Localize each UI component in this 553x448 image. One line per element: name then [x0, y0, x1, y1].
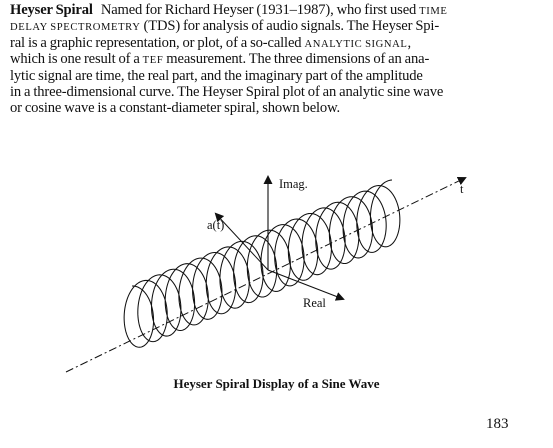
entry-line-7: or cosine wave is a constant-diameter sp… — [10, 100, 515, 116]
entry-line-2: DELAY SPECTROMETRY (TDS) for analysis of… — [10, 18, 515, 34]
entry-line-3: ral is a graphic representation, or plot… — [10, 35, 515, 51]
entry-text: or cosine wave is a constant-diameter sp… — [10, 100, 341, 117]
small-caps-term: TIME — [419, 6, 448, 17]
glossary-entry: Heyser Spiral Named for Richard Heyser (1… — [10, 2, 515, 117]
small-caps-term: ANALYTIC SIGNAL — [304, 38, 408, 50]
entry-text: (TDS) for analysis of audio signals. The… — [140, 18, 440, 35]
entry-text: , — [407, 34, 412, 51]
entry-text: in a three-dimensional curve. The Heyser… — [10, 83, 444, 100]
entry-line-6: in a three-dimensional curve. The Heyser… — [10, 84, 515, 100]
real-axis-line — [267, 269, 345, 301]
entry-line-4: which is one result of a TEF measurement… — [10, 51, 515, 67]
amplitude-label: a(t) — [207, 218, 225, 232]
entry-text: lytic signal are time, the real part, an… — [10, 67, 423, 84]
entry-text: measurement. The three dimensions of an … — [163, 51, 430, 68]
page-number: 183 — [486, 416, 509, 432]
entry-text: ral is a graphic representation, or plot… — [10, 34, 305, 51]
entry-text: Named for Richard Heyser (1931–1987), wh… — [100, 2, 420, 18]
entry-text: which is one result of a — [10, 51, 143, 68]
entry-term: Heyser Spiral — [10, 2, 93, 18]
small-caps-term: TEF — [142, 55, 164, 67]
entry-line-5: lytic signal are time, the real part, an… — [10, 68, 515, 84]
figure-caption: Heyser Spiral Display of a Sine Wave — [173, 376, 380, 391]
real-axis-label: Real — [303, 296, 326, 310]
time-axis-line — [65, 177, 467, 373]
spiral-curve — [123, 179, 401, 348]
time-axis-label: t — [460, 182, 464, 196]
entry-line-1: Heyser Spiral Named for Richard Heyser (1… — [10, 2, 515, 18]
imag-axis-label: Imag. — [279, 177, 308, 191]
small-caps-term: DELAY SPECTROMETRY — [10, 22, 141, 34]
